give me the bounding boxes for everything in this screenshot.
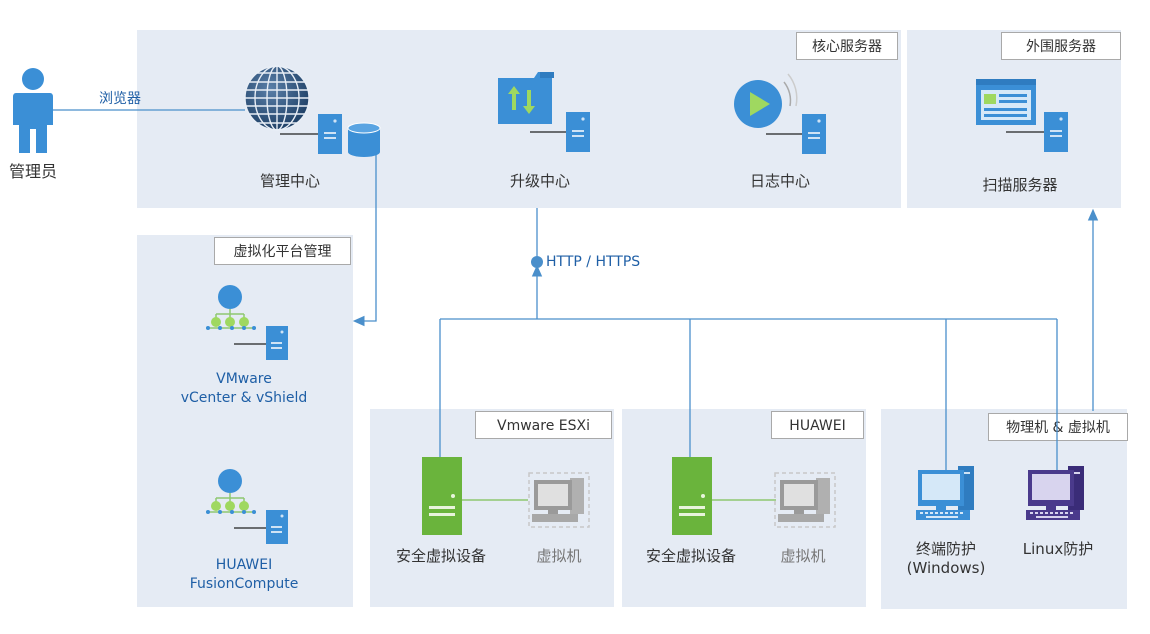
huawei-vm-label: 虚拟机 xyxy=(780,547,826,565)
esxi-tag: Vmware ESXi xyxy=(475,411,612,439)
log-play-icon xyxy=(734,73,798,128)
database-icon xyxy=(347,122,381,157)
esxi-vm-label: 虚拟机 xyxy=(536,547,582,565)
protocol-label: HTTP / HTTPS xyxy=(546,254,641,270)
huawei-appliance-label: 安全虚拟设备 xyxy=(645,547,736,565)
upgrade-server-icon xyxy=(530,112,590,152)
esxi-vm-computer-icon xyxy=(528,472,590,528)
db-to-virtualization-line xyxy=(352,155,377,327)
globe-icon xyxy=(244,65,310,131)
virtualization-tag: 虚拟化平台管理 xyxy=(214,237,351,265)
browser-label: 浏览器 xyxy=(99,91,141,107)
windows-protection-label-line2: (Windows) xyxy=(906,559,986,577)
vmware-label-line1: VMware xyxy=(216,371,272,387)
windows-computer-icon xyxy=(916,466,974,520)
management-center-label: 管理中心 xyxy=(259,172,320,190)
scan-window-icon xyxy=(976,79,1036,125)
huawei-tag: HUAWEI xyxy=(771,411,864,439)
protocol-node xyxy=(531,256,543,268)
esxi-appliance-label: 安全虚拟设备 xyxy=(395,547,486,565)
upgrade-center-label: 升级中心 xyxy=(509,172,570,190)
core-servers-tag: 核心服务器 xyxy=(796,32,898,60)
scan-server-label: 扫描服务器 xyxy=(982,176,1058,194)
fusioncompute-hierarchy-icon xyxy=(206,469,288,544)
admin-person-icon xyxy=(13,68,53,153)
esxi-appliance-server-icon xyxy=(422,457,462,535)
log-server-icon xyxy=(766,114,826,154)
linux-computer-icon xyxy=(1026,466,1084,520)
admin-label: 管理员 xyxy=(8,162,57,181)
vmware-label-line2: vCenter & vShield xyxy=(180,390,308,406)
scan-server-icon xyxy=(1006,112,1068,152)
huawei-vm-computer-icon xyxy=(774,472,836,528)
virtualization-panel xyxy=(137,235,353,607)
fusioncompute-label-line1: HUAWEI xyxy=(215,557,273,573)
physical-panel xyxy=(881,409,1127,609)
huawei-appliance-server-icon xyxy=(672,457,712,535)
vmware-hierarchy-icon xyxy=(206,285,288,360)
log-center-label: 日志中心 xyxy=(749,172,810,190)
windows-protection-label-line1: 终端防护 xyxy=(915,540,976,558)
peripheral-servers-tag: 外围服务器 xyxy=(1001,32,1121,60)
physical-tag: 物理机 & 虚拟机 xyxy=(988,413,1128,441)
linux-protection-label: Linux防护 xyxy=(1022,540,1094,558)
management-server-icon xyxy=(280,114,342,154)
upgrade-folder-icon xyxy=(498,72,554,124)
fusioncompute-label-line2: FusionCompute xyxy=(189,576,299,592)
